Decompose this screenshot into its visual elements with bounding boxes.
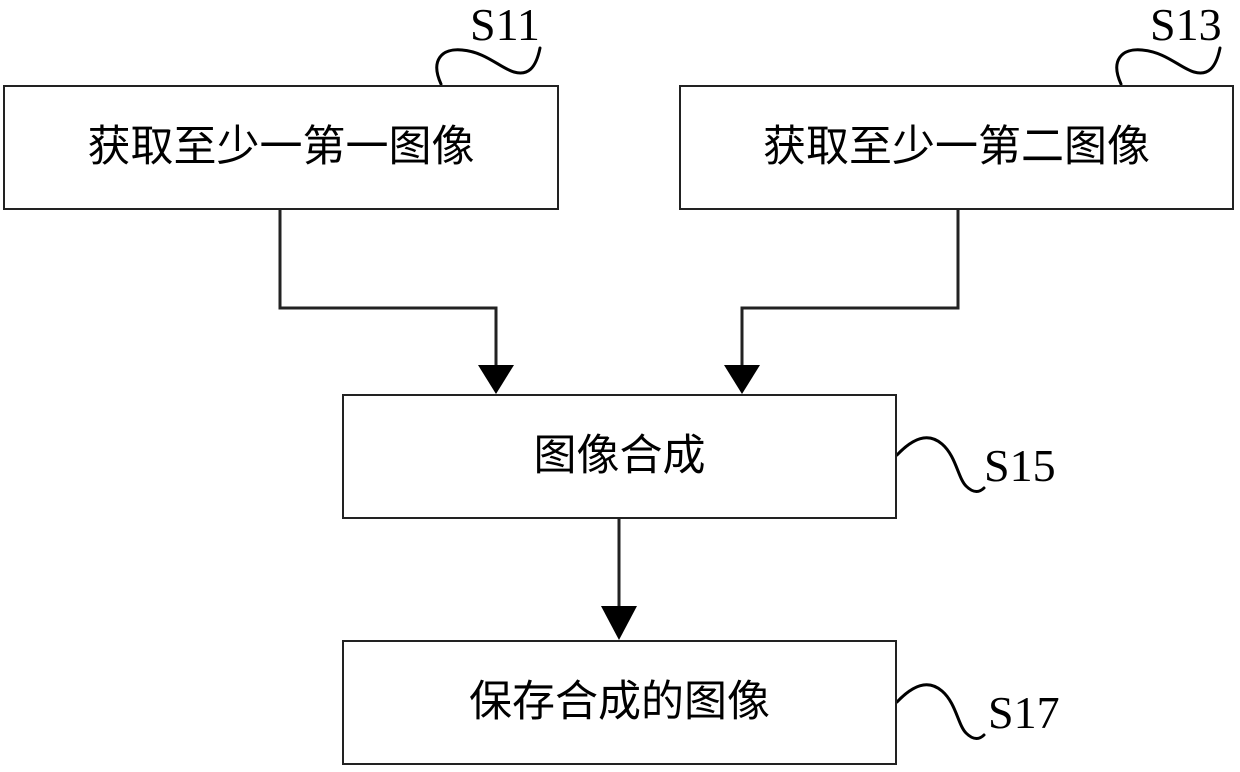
process-node-s15[interactable]: 图像合成	[342, 394, 897, 519]
process-node-s11-label: 获取至少一第一图像	[87, 122, 475, 172]
arrowhead-s13-to-s15	[724, 365, 760, 394]
leader-line-s13	[1115, 46, 1222, 86]
arrowhead-s15-to-s17	[601, 606, 637, 640]
step-tag-s13: S13	[1150, 0, 1222, 50]
connector-s11-to-s15	[278, 210, 498, 390]
connector-s13-to-s15	[740, 210, 960, 390]
process-node-s13[interactable]: 获取至少一第二图像	[679, 85, 1234, 210]
arrowhead-s11-to-s15	[478, 365, 514, 394]
process-node-s17[interactable]: 保存合成的图像	[342, 640, 897, 765]
process-node-s15-label: 图像合成	[533, 431, 706, 481]
leader-line-s15	[895, 436, 986, 493]
leader-line-s11	[435, 46, 542, 86]
process-node-s17-label: 保存合成的图像	[469, 677, 770, 727]
leader-line-s17	[895, 683, 986, 740]
process-node-s13-label: 获取至少一第二图像	[763, 122, 1150, 172]
process-node-s11[interactable]: 获取至少一第一图像	[3, 85, 559, 210]
step-tag-s17: S17	[988, 687, 1060, 738]
step-tag-s15: S15	[984, 440, 1056, 491]
step-tag-s11: S11	[470, 0, 540, 50]
